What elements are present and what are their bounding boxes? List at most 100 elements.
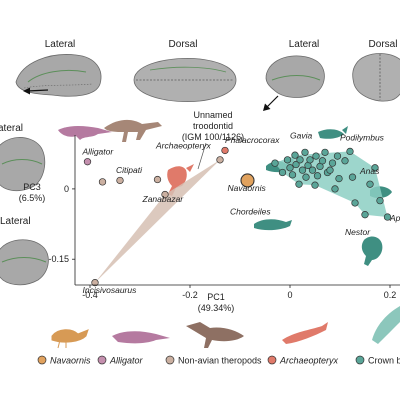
legend-label-navaornis: Navaornis (50, 356, 91, 366)
legend-label-archaeopteryx: Archaeopteryx (279, 356, 339, 366)
skull-lateral-right-icon (265, 55, 325, 98)
point-crown-birds-1 (278, 168, 287, 177)
annotation-alligator: Alligator (82, 147, 115, 157)
point-non-avian-theropods-5 (216, 156, 224, 164)
point-crown-birds-15 (311, 181, 319, 189)
point-non-avian-theropods-4 (161, 190, 169, 199)
point-archaeopteryx-0 (221, 146, 229, 155)
view-label-dorsal-right: Dorsal (369, 39, 398, 50)
point-crown-birds-6 (292, 160, 300, 169)
callout-line-2: troodontid (193, 121, 233, 131)
point-crown-birds-32 (366, 180, 374, 188)
annotation-nestor: Nestor (345, 227, 371, 237)
point-crown-birds-31 (361, 211, 369, 219)
point-crown-birds-8 (296, 156, 304, 164)
data-points (83, 146, 392, 287)
point-crown-birds-4 (288, 171, 297, 179)
annotation-anas: Anas (359, 166, 380, 176)
point-crown-birds-34 (376, 196, 384, 205)
y-tick-label-0: 0 (64, 184, 69, 194)
y-axis-title-pct: (6.5%) (19, 193, 46, 203)
nestor-silhouette-icon (361, 236, 383, 266)
point-crown-birds-30 (351, 199, 359, 207)
point-crown-birds-19 (318, 157, 327, 165)
point-non-avian-theropods-0 (91, 279, 99, 287)
legend-crownbird-silhouette-icon (372, 306, 400, 344)
point-crown-birds-27 (341, 157, 349, 165)
point-crown-birds-9 (298, 166, 307, 174)
point-crown-birds-0 (271, 159, 279, 167)
theropod-silhouette-icon (104, 119, 162, 142)
point-crown-birds-22 (326, 166, 334, 174)
annotation-archaeopteryx: Archaeopteryx (155, 141, 212, 151)
legend-label-crown-b: Crown b (368, 356, 400, 366)
point-alligator-0 (83, 158, 92, 166)
legend-navaornis-silhouette-icon (51, 329, 89, 349)
annotation-zanabazar: Zanabazar (142, 194, 185, 204)
callout-line-3: (IGM 100/1126) (182, 132, 244, 142)
point-crown-birds-5 (291, 151, 299, 159)
y-tick-label-1: -0.15 (48, 254, 69, 264)
view-label-lateral-side2: Lateral (0, 216, 31, 227)
point-crown-birds-23 (328, 159, 337, 167)
legend-swatch-non-avian-theropods (165, 355, 175, 365)
point-crown-birds-13 (306, 156, 314, 164)
view-label-lateral-right: Lateral (289, 39, 320, 50)
skull-lateral-side2-icon (0, 239, 49, 286)
annotation-phalacrocorax: Phalacrocorax (225, 135, 280, 145)
x-axis-title-pct: (49.34%) (198, 303, 235, 313)
legend-swatch-navaornis (37, 355, 47, 365)
point-crown-birds-17 (313, 172, 322, 180)
x-tick-label-2: 0 (287, 290, 292, 300)
archaeopteryx-silhouette-icon (167, 164, 194, 196)
point-crown-birds-25 (333, 152, 342, 160)
point-crown-birds-7 (295, 180, 303, 188)
view-label-lateral-side1: ateral (0, 123, 23, 134)
skull-dorsal-right-icon (352, 53, 400, 102)
view-label-lateral-left: Lateral (45, 39, 76, 50)
callout-leader-line (197, 142, 207, 170)
skull-lateral-side1-icon (0, 137, 46, 192)
legend-label-alligator: Alligator (109, 356, 144, 366)
point-crown-birds-16 (312, 152, 320, 160)
point-crown-birds-26 (335, 174, 343, 183)
point-crown-birds-35 (383, 213, 392, 221)
alligator-silhouette-icon (58, 126, 112, 140)
point-crown-birds-33 (371, 164, 379, 172)
x-tick-label-0: -0.4 (82, 290, 98, 300)
point-crown-birds-29 (348, 173, 357, 181)
arrow-down-left-icon (263, 95, 279, 111)
arrow-left-icon (23, 87, 49, 95)
callout-line-1: Unnamed (193, 110, 232, 120)
point-crown-birds-11 (302, 173, 310, 181)
x-tick-label-3: 0.2 (384, 290, 397, 300)
legend-label-non-avian-theropods: Non-avian theropods (178, 356, 262, 366)
x-tick-label-1: -0.2 (182, 290, 198, 300)
annotation-ap: Ap (389, 213, 400, 223)
annotation-citipati: Citipati (116, 165, 143, 175)
legend-alligator-silhouette-icon (112, 331, 170, 344)
legend-swatch-alligator (97, 355, 107, 365)
legend: Navaornis Alligator Non-avian theropods Arc… (37, 355, 400, 366)
annotation-podilymbus: Podilymbus (340, 133, 385, 143)
x-axis-title: PC1 (207, 292, 225, 302)
skull-lateral-left-icon (15, 54, 102, 97)
point-crown-birds-10 (301, 148, 309, 156)
point-crown-birds-20 (321, 148, 329, 156)
point-crown-birds-3 (286, 164, 294, 172)
annotation-navaornis: Navaornis (228, 183, 267, 193)
point-crown-birds-14 (308, 166, 317, 174)
gavia-silhouette-icon (318, 126, 348, 139)
legend-swatch-archaeopteryx (267, 355, 277, 365)
legend-sauropodomorph-silhouette-icon (186, 322, 244, 348)
point-non-avian-theropods-2 (116, 176, 124, 185)
y-axis-title: PC3 (23, 182, 41, 192)
hull-non-avian-theropods (95, 159, 220, 283)
point-non-avian-theropods-1 (98, 178, 107, 186)
annotation-incisivosaurus: Incisivosaurus (83, 285, 138, 295)
point-non-avian-theropods-3 (153, 175, 162, 184)
point-crown-birds-2 (283, 156, 292, 164)
